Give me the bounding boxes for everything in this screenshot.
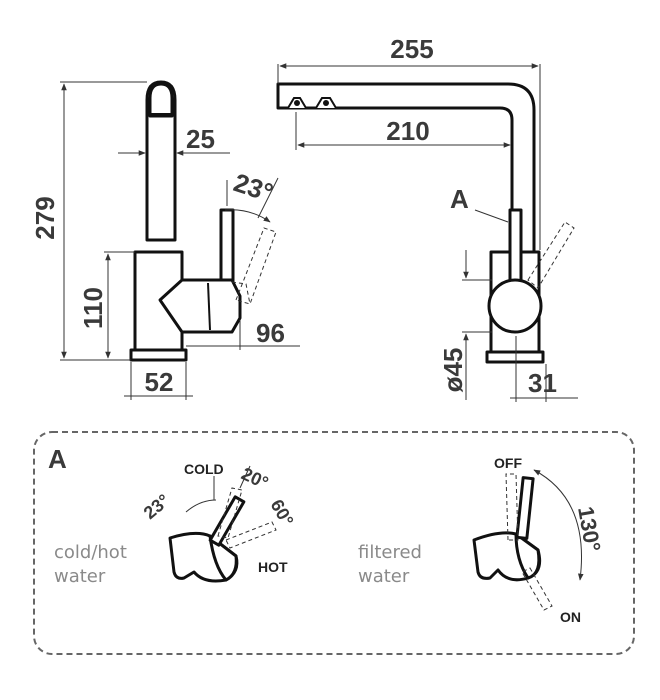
detail-a-label: A <box>48 444 67 474</box>
on-label: ON <box>560 609 581 625</box>
front-view-faucet <box>276 82 575 364</box>
angle-60: 60° <box>267 496 298 530</box>
marker-a: A <box>450 184 469 214</box>
dimension-lines-right <box>277 63 578 402</box>
cold-label: COLD <box>184 461 224 477</box>
caption-filtered-line1: filtered <box>358 542 422 563</box>
hot-label: HOT <box>258 559 288 575</box>
off-label: OFF <box>494 455 522 471</box>
angle-23-side: 23° <box>230 167 277 208</box>
caption-filtered-line2: water <box>358 566 410 587</box>
detail-a-frame <box>33 431 635 655</box>
dimension-255: 255 <box>390 34 433 64</box>
angle-20: 20° <box>238 463 271 493</box>
dimension-110: 110 <box>78 287 108 329</box>
angle-130: 130° <box>573 505 606 554</box>
dimension-279: 279 <box>30 196 60 239</box>
dimension-diameter-45: ø45 <box>438 348 468 393</box>
dimension-52: 52 <box>145 367 174 397</box>
side-view-faucet <box>129 80 277 362</box>
dimension-210: 210 <box>386 116 429 146</box>
detail-filtered-handle <box>472 469 584 611</box>
dimension-96: 96 <box>256 318 285 348</box>
dimension-lines-left <box>60 81 300 400</box>
detail-cold-hot-handle <box>168 465 277 583</box>
caption-cold-hot-line1: cold/hot <box>54 542 127 563</box>
dimension-31: 31 <box>528 368 557 398</box>
angle-23-detail: 23° <box>140 490 174 523</box>
dimension-25: 25 <box>186 124 215 154</box>
caption-cold-hot-line2: water <box>54 566 106 587</box>
